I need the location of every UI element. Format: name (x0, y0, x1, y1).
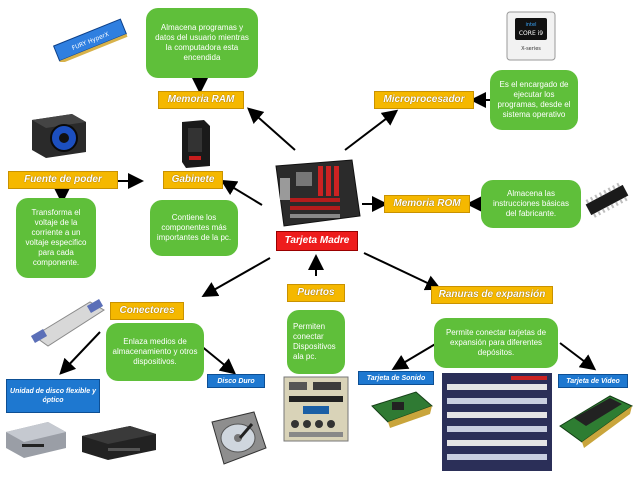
cpu-series-text: X-series (521, 46, 541, 52)
ribbon-cable-image (30, 296, 110, 352)
ports-description: Permiten conectar Dispositivos ala pc. (287, 310, 345, 374)
sound-card-label: Tarjeta de Sonido (358, 371, 434, 385)
ram-description: Almacena programas y datos del usuario m… (146, 8, 258, 78)
intel-logo: intel (526, 22, 537, 28)
motherboard-label: Tarjeta Madre (276, 231, 358, 251)
ports-label: Puertos (287, 284, 345, 302)
arrow-board-connectors (201, 257, 271, 297)
ram-stick-image: FURY HyperX (50, 18, 130, 64)
arrow-board-slots (363, 252, 442, 291)
case-label: Gabinete (163, 171, 223, 189)
arrow-slots-video (559, 342, 597, 371)
arrow-board-ram (247, 107, 296, 151)
rom-chip-image (582, 178, 632, 222)
arrow-board-cpu (344, 109, 399, 151)
slots-description: Permite conectar tarjetas de expansión p… (434, 318, 558, 368)
floppy-drive-image (4, 418, 68, 460)
video-card-label: Tarjeta de Video (558, 374, 628, 388)
slots-label: Ranuras de expansión (431, 286, 553, 304)
arrow-slots-sound (391, 342, 438, 371)
pc-case-image (178, 118, 212, 168)
psu-description: Transforma el voltaje de la corriente a … (16, 198, 96, 278)
psu-label: Fuente de poder (8, 171, 118, 189)
cpu-label: Microprocesador (374, 91, 474, 109)
arrow-board-case (220, 179, 263, 206)
sound-card-image (368, 388, 434, 436)
cpu-chip-image: intel CORE i9 X-series (505, 10, 557, 62)
rom-description: Almacena las instrucciones básicas del f… (481, 180, 581, 228)
optical-drive-image (80, 420, 158, 464)
cpu-description: Es el encargado de ejecutar los programa… (490, 70, 578, 130)
connectors-label: Conectores (110, 302, 184, 320)
case-description: Contiene los componentes más importantes… (150, 200, 238, 256)
video-card-image (556, 392, 634, 454)
hdd-label: Disco Duro (207, 374, 265, 388)
expansion-slots-image (441, 372, 553, 472)
ports-panel-image (283, 376, 349, 442)
connectors-description: Enlaza medios de almacenamiento y otros … (106, 323, 204, 381)
power-supply-image (28, 108, 88, 158)
motherboard-image (266, 158, 362, 228)
arrow-connectors-hdd (199, 344, 237, 375)
cpu-core-text: CORE i9 (519, 30, 543, 37)
floppy-label: Unidad de disco flexible y óptico (6, 379, 100, 413)
rom-label: Memoria ROM (384, 195, 470, 213)
hard-disk-image (206, 408, 268, 468)
arrow-connectors-floppy (59, 331, 101, 375)
ram-label: Memoria RAM (158, 91, 244, 109)
